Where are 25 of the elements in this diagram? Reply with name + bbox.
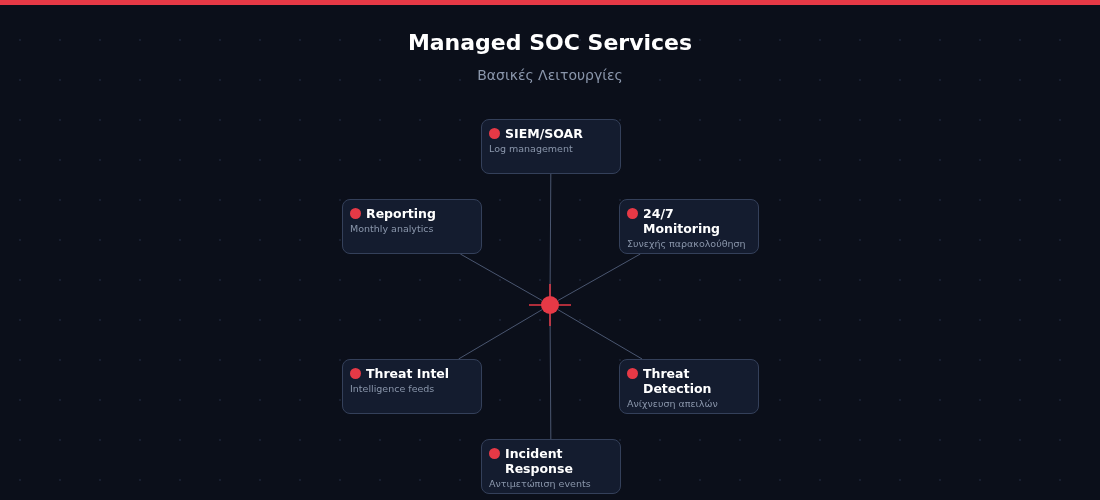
service-card (342, 359, 482, 414)
title: Managed SOC Services (406, 30, 694, 55)
connector-line (557, 309, 643, 360)
service-description: Ανίχνευση απειλών (627, 397, 719, 410)
service-description: Συνεχής παρακολούθηση (627, 237, 747, 250)
connector-line (459, 253, 543, 302)
service-title: SIEM/SOAR (505, 126, 583, 141)
service-card (619, 199, 759, 254)
service-description: Αντιμετώπιση events (489, 477, 592, 490)
service-title: Reporting (366, 206, 436, 221)
service-card (619, 359, 759, 414)
service-title: Incident Response (505, 446, 574, 476)
service-title: Threat Detection (643, 366, 713, 396)
service-title: Threat Intel (366, 366, 450, 381)
connector-line (458, 309, 543, 360)
connector-line (557, 253, 641, 302)
subtitle: Βασικές Λειτουργίες (476, 67, 624, 83)
service-description: Intelligence feeds (350, 382, 436, 395)
service-description: Log management (489, 142, 574, 155)
service-card (481, 119, 621, 174)
service-title: 24/7 Monitoring (643, 206, 722, 236)
service-card (342, 199, 482, 254)
service-description: Monthly analytics (350, 222, 435, 235)
hub-circle (541, 296, 559, 314)
service-card (481, 439, 621, 494)
